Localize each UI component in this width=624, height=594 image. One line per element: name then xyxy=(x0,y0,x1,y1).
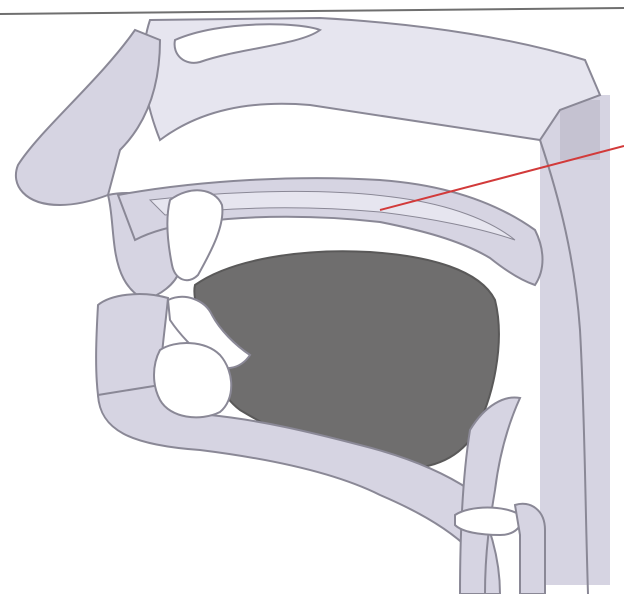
larynx-cartilage xyxy=(515,504,545,594)
nose xyxy=(16,30,160,205)
pharynx-back-wall xyxy=(540,95,610,585)
pharynx-shadow xyxy=(560,100,600,160)
hyoid-bone xyxy=(455,508,521,536)
upper-incisor xyxy=(167,190,222,280)
lower-tooth-root xyxy=(154,343,231,417)
top-rule xyxy=(0,8,624,14)
